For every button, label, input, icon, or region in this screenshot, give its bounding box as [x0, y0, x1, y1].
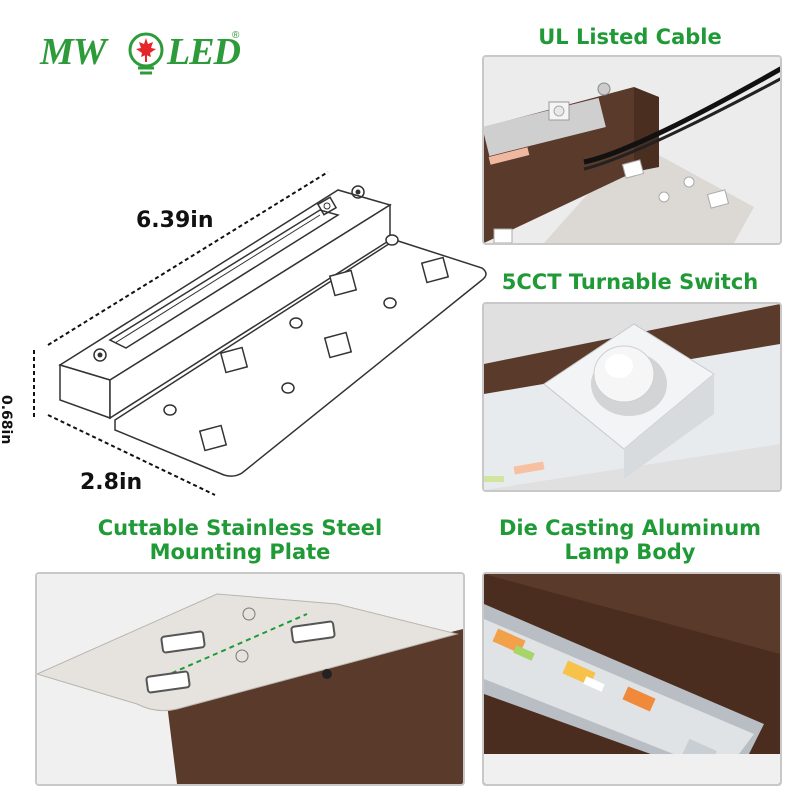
switch-closeup-image — [482, 302, 782, 492]
width-dimension-label: 2.8in — [80, 470, 143, 495]
plate-illustration — [37, 574, 463, 784]
feature-title-plate-line2: Mounting Plate — [149, 540, 331, 564]
logo-text-mw: MW — [40, 31, 107, 73]
feature-title-body: Die Casting Aluminum Lamp Body — [480, 516, 780, 564]
cable-illustration — [484, 57, 780, 243]
switch-illustration — [484, 304, 780, 490]
height-dimension-label: 0.68in — [0, 395, 14, 445]
feature-title-body-line2: Lamp Body — [564, 540, 696, 564]
body-closeup-image — [482, 572, 782, 786]
feature-title-switch: 5CCT Turnable Switch — [501, 270, 759, 294]
feature-title-cable: UL Listed Cable — [538, 25, 722, 49]
brand-logo: MW LED ® — [40, 30, 241, 80]
logo-text-led: LED — [167, 31, 241, 73]
feature-title-plate: Cuttable Stainless Steel Mounting Plate — [40, 516, 440, 564]
feature-title-body-line1: Die Casting Aluminum — [498, 516, 762, 540]
product-line-drawing — [33, 171, 487, 496]
registered-mark: ® — [232, 30, 240, 41]
cable-closeup-image — [482, 55, 782, 245]
lamp-body-illustration — [484, 574, 780, 784]
bulb-leaf-icon — [128, 32, 164, 75]
plate-closeup-image — [35, 572, 465, 786]
feature-title-plate-line1: Cuttable Stainless Steel — [97, 516, 383, 540]
length-dimension-label: 6.39in — [136, 208, 214, 233]
